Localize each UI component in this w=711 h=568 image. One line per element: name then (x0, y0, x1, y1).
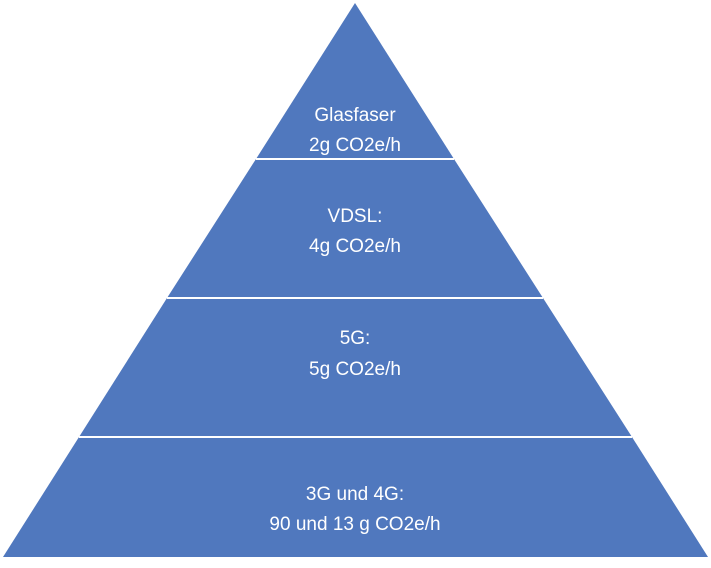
pyramid-level-3 (79, 298, 632, 437)
level-3-title: 5G: (340, 328, 371, 349)
level-4-title: 3G und 4G: (306, 484, 404, 505)
pyramid-level-2 (167, 159, 543, 298)
level-3-value: 5g CO2e/h (309, 359, 401, 380)
level-1-value: 2g CO2e/h (309, 135, 401, 156)
level-4-value: 90 und 13 g CO2e/h (269, 514, 440, 535)
level-1-title: Glasfaser (314, 105, 396, 126)
level-2-title: VDSL: (328, 206, 383, 227)
pyramid-level-4 (3, 437, 708, 557)
pyramid-level-1 (256, 3, 454, 159)
level-2-value: 4g CO2e/h (309, 236, 401, 257)
